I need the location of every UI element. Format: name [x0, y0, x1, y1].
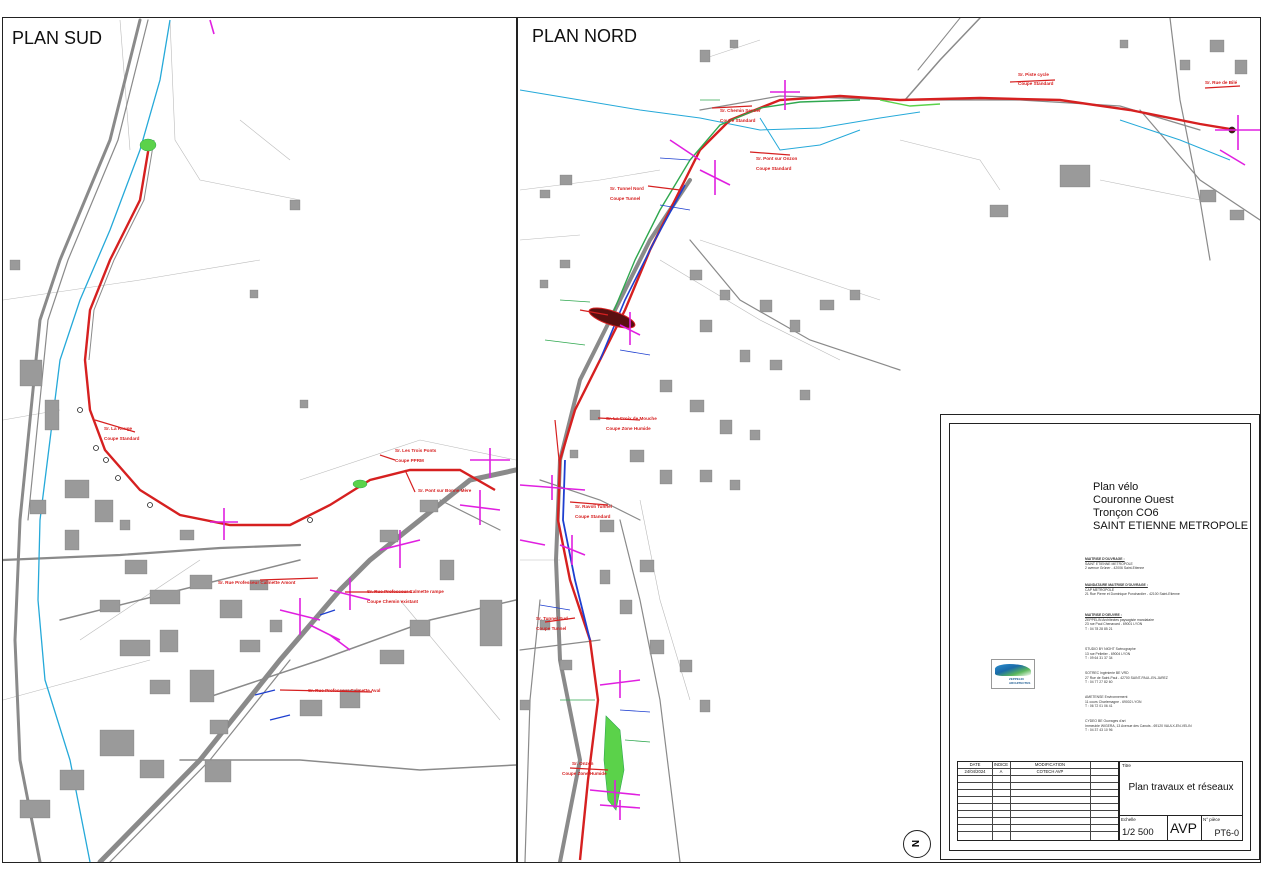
title-block: Plan vélo Couronne Ouest Tronçon CO6 SAI…: [940, 414, 1260, 860]
north-label-coupe-zh-1: Coupe Zone Humide: [606, 426, 651, 431]
south-label-coupe-pprm: Coupe PPRM: [395, 458, 424, 463]
rev-header-modification: MODIFICATION: [1034, 762, 1066, 767]
north-label-tunnel-sud: Sr. Tunnel Sud: [536, 616, 568, 621]
north-label-chemin-sentier: Sr. Chemin Sentier: [720, 108, 761, 113]
north-panel-title: PLAN NORD: [532, 26, 638, 46]
north-panel-frame: [517, 17, 1261, 863]
scale-label: Echelle: [1121, 817, 1136, 822]
south-label-trois-ponts: Sr. Les Trois Ponts: [395, 448, 437, 453]
section-environnement: AMETENSE Environnement 11 cours Charlema…: [1085, 695, 1142, 709]
north-label-coupe-1: Coupe Standard: [1018, 81, 1054, 86]
project-line-1: Plan vélo: [1093, 481, 1139, 493]
north-label-coupe-tunnel-1: Coupe Tunnel: [610, 196, 640, 201]
north-label-onzon: Sr. Onzon: [572, 761, 594, 766]
scale-value: 1/2 500: [1122, 827, 1154, 838]
project-line-4: SAINT ETIENNE METROPOLE: [1093, 520, 1249, 532]
rev-row-index: A: [999, 769, 1003, 774]
south-label-la-rouge: Sr. La Rouge: [104, 426, 133, 431]
south-label-chemin-existant: Coupe Chemin existant: [367, 599, 419, 604]
south-label-pont-bonne-mere: Sr. Pont sur Bonne Mère: [418, 488, 472, 493]
company-logo: ZEPPELIN ARCHITECTES: [991, 659, 1035, 689]
project-line-2: Couronne Ouest: [1093, 494, 1174, 506]
revision-table: DATE INDICE MODIFICATION 24/04/2024 A CO…: [957, 761, 1119, 841]
section-vrd: SOTREC Ingénierie BE VRD 27 Rue de Saint…: [1085, 671, 1168, 685]
north-label-rue-bile: Sr. Rue de Bilé: [1205, 80, 1238, 85]
scale-box: Echelle 1/2 500 AVP N° pièce PT6-0: [1119, 815, 1243, 841]
project-line-3: Tronçon CO6: [1093, 507, 1159, 519]
north-label-pont-onzon: Sr. Pont sur Onzon: [756, 156, 798, 161]
phase-value: AVP: [1170, 820, 1197, 836]
north-label-coupe-3: Coupe Standard: [756, 166, 792, 171]
north-label-croix-mouche: Sr. La Croix de Mouche: [606, 416, 657, 421]
piece-label: N° pièce: [1203, 817, 1221, 822]
section-moe: MAITRISE D'OEUVRE : ZEPPELIN Architectes…: [1085, 613, 1154, 631]
rev-header-index: INDICE: [993, 762, 1009, 767]
scale-cell: Echelle 1/2 500: [1119, 816, 1168, 841]
plan-title: Plan travaux et réseaux: [1128, 782, 1234, 793]
title-label: Titre: [1122, 763, 1131, 768]
section-scenographe: STUDIO BY NIGHT Scénographe 13 rue Pelle…: [1085, 647, 1136, 661]
north-label-tunnel-nord: Sr. Tunnel Nord: [610, 186, 644, 191]
title-block-inner: [949, 423, 1251, 851]
south-label-calmette-rampe: Sr. Rue Professeur Calmette rampe: [367, 589, 444, 594]
south-map: Sr. La Rouge Coupe Standard Sr. Les Troi…: [3, 18, 516, 862]
section-moa: MAITRISE D'OUVRAGE : SAINT ETIENNE METRO…: [1085, 557, 1145, 571]
logo-mark: [995, 664, 1031, 676]
north-arrow-icon: N: [903, 830, 931, 858]
south-label-calmette-amont: Sr. Rue Professeur Calmette Amont: [218, 580, 296, 585]
north-label-coupe-2: Coupe Standard: [720, 118, 756, 123]
logo-text: ZEPPELIN ARCHITECTES: [1009, 677, 1031, 685]
piece-cell: N° pièce PT6-0: [1201, 816, 1243, 841]
rev-header-date: DATE: [969, 762, 981, 767]
north-label-piste-cycle: Sr. Piste cycle: [1018, 72, 1049, 77]
phase-cell: AVP: [1167, 816, 1202, 841]
north-map: Sr. Piste cycle Coupe Standard Sr. Chemi…: [519, 18, 1260, 862]
north-label-coupe-zh-2: Coupe Zone Humide: [562, 771, 607, 776]
section-mandataire: MANDATAIRE MAITRISE D'OUVRAGE : CAP METR…: [1085, 583, 1180, 597]
piece-value: PT6-0: [1214, 828, 1239, 838]
north-label-coupe-tunnel-2: Coupe Tunnel: [536, 626, 566, 631]
north-label-coupe-4: Coupe Standard: [575, 514, 611, 519]
section-ouvrages: CYDEO BE Ouvrages d'art Immeuble WIGERA,…: [1085, 719, 1192, 733]
south-panel-title: PLAN SUD: [12, 28, 103, 48]
drawing-title-box: Titre Plan travaux et réseaux: [1119, 761, 1243, 841]
south-label-coupe-1: Coupe Standard: [104, 436, 140, 441]
south-label-calmette-aval: Sr. Rue Professeur Calmette Aval: [308, 688, 380, 693]
project-title: Plan vélo Couronne Ouest Tronçon CO6 SAI…: [1093, 481, 1248, 533]
south-panel-frame: [2, 17, 517, 863]
rev-row-date: 24/04/2024: [964, 769, 986, 774]
north-symbol: N: [911, 839, 923, 848]
rev-row-modification: COTECH AVP: [1036, 769, 1064, 774]
north-label-ravoli-tunnel: Sr. Ravoli Tunnel: [575, 504, 612, 509]
